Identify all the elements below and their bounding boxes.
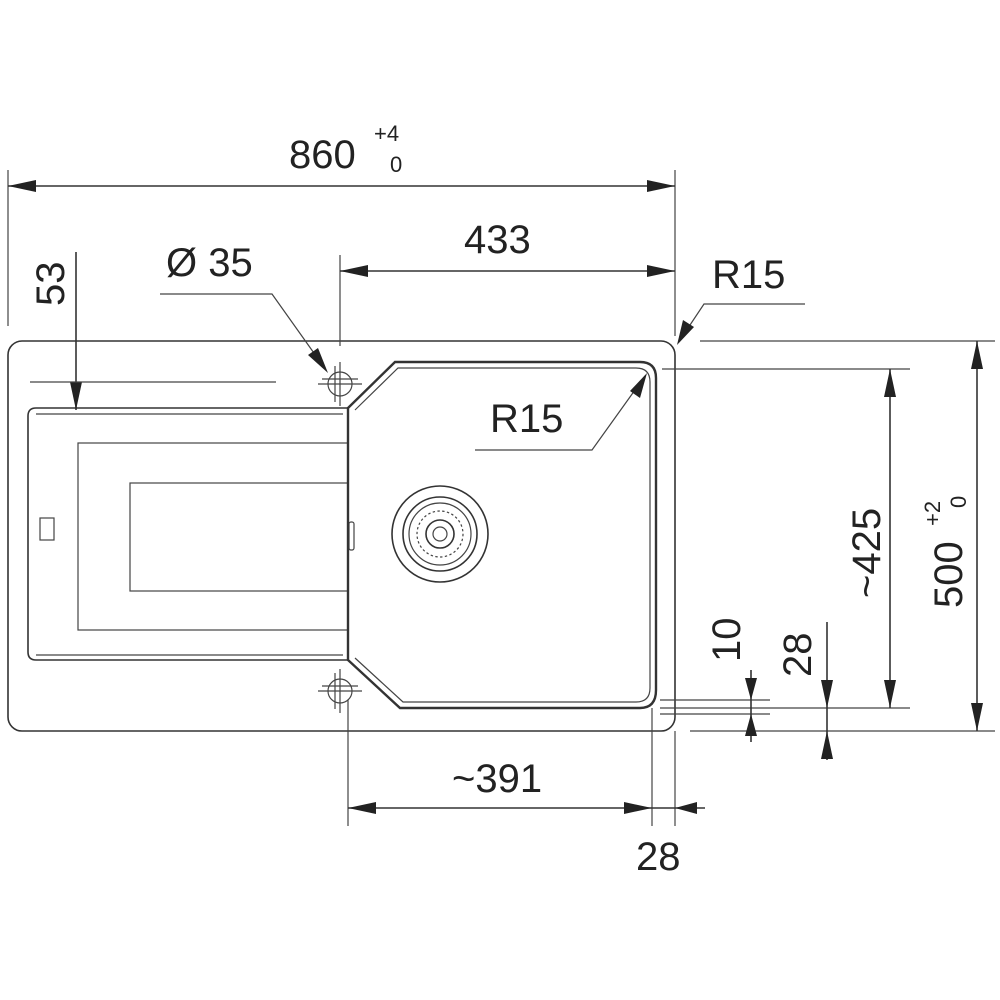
sink-bowl	[346, 360, 658, 710]
label-outer-corner-radius: R15	[712, 253, 785, 297]
label-bowl-depth-length: ~425	[845, 508, 889, 598]
label-bowl-offset-width: 433	[464, 218, 531, 262]
label-rim-side-gap: 28	[636, 835, 681, 879]
dimension-lines	[7, 170, 995, 826]
drainer-edge-notch	[348, 521, 355, 551]
leader-outer-radius	[679, 303, 805, 341]
tap-hole-lower	[318, 669, 362, 713]
label-overall-width-tol-upper: +4	[374, 121, 399, 146]
label-tap-hole: Ø 35	[166, 241, 253, 285]
label-rim-front-gap: 28	[776, 633, 820, 678]
label-overall-depth-tol-lower: 0	[946, 496, 971, 508]
leader-tap-hole	[160, 293, 327, 371]
overflow-slot	[39, 517, 55, 541]
label-overall-width-tol-lower: 0	[390, 152, 402, 177]
label-overall-width: 860	[289, 133, 356, 177]
label-overall-depth: 500	[927, 541, 971, 608]
label-bowl-corner-radius: R15	[490, 397, 563, 441]
label-overall-depth-tol-upper: +2	[920, 501, 945, 526]
sink-outer-rim	[7, 340, 676, 732]
drainer-board-inner	[36, 413, 343, 656]
sink-bowl-inner	[354, 367, 651, 703]
dimension-labels: 860 +4 0 433 Ø 35 53 R15 R15 ~425 500 +2…	[29, 121, 971, 879]
leader-bowl-radius	[475, 375, 646, 451]
label-bowl-width: ~391	[452, 757, 542, 801]
drainer-ridge-inner	[129, 482, 349, 592]
sink-outline	[7, 340, 676, 732]
drain-strainer	[391, 485, 489, 583]
tap-hole-upper	[318, 362, 362, 406]
label-drainer-offset: 53	[29, 262, 73, 307]
label-bowl-front-gap: 10	[705, 618, 749, 663]
drainer-board	[27, 407, 349, 661]
drainer-ridge-outer	[77, 442, 349, 631]
